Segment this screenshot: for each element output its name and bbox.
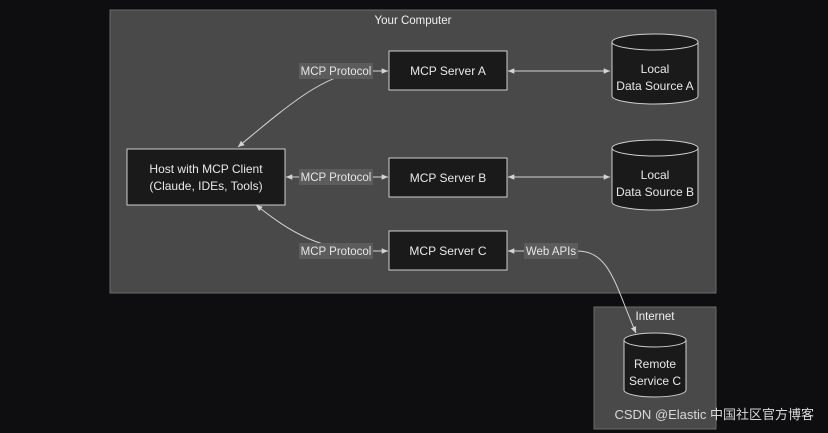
data-source-b-node: Local Data Source B: [611, 139, 699, 211]
remote-service-c-label-line1: Remote: [634, 357, 676, 371]
server-c-node: MCP Server C: [388, 230, 508, 271]
remote-service-c-node: Remote Service C: [623, 332, 687, 398]
edge-label-host-a: MCP Protocol: [299, 63, 373, 79]
svg-text:MCP Protocol: MCP Protocol: [301, 66, 372, 78]
svg-text:Web APIs: Web APIs: [526, 246, 577, 258]
server-a-label: MCP Server A: [410, 64, 486, 78]
data-source-a-node: Local Data Source A: [611, 33, 699, 105]
server-b-node: MCP Server B: [388, 157, 508, 198]
data-source-a-label-line2: Data Source A: [616, 79, 693, 93]
svg-text:MCP Protocol: MCP Protocol: [301, 172, 372, 184]
data-source-b-label-line1: Local: [641, 168, 670, 182]
server-c-label: MCP Server C: [409, 244, 486, 258]
host-node: Host with MCP Client (Claude, IDEs, Tool…: [126, 148, 286, 206]
group-title-your-computer: Your Computer: [375, 15, 452, 27]
group-title-internet: Internet: [636, 311, 676, 323]
server-b-label: MCP Server B: [410, 171, 486, 185]
svg-text:MCP Protocol: MCP Protocol: [301, 246, 372, 258]
remote-service-c-label-line2: Service C: [629, 374, 681, 388]
data-source-b-label-line2: Data Source B: [616, 185, 694, 199]
edge-label-host-b: MCP Protocol: [299, 169, 373, 185]
server-a-node: MCP Server A: [388, 50, 508, 91]
edge-label-host-c: MCP Protocol: [299, 243, 373, 259]
edge-server-c-remote: [507, 248, 636, 333]
host-label-line1: Host with MCP Client: [149, 162, 263, 176]
data-source-a-label-line1: Local: [641, 62, 670, 76]
watermark-text: CSDN @Elastic 中国社区官方博客: [614, 407, 814, 422]
edge-label-web-apis: Web APIs: [524, 243, 578, 259]
host-label-line2: (Claude, IDEs, Tools): [149, 179, 262, 193]
group-internet: Internet: [593, 306, 717, 430]
